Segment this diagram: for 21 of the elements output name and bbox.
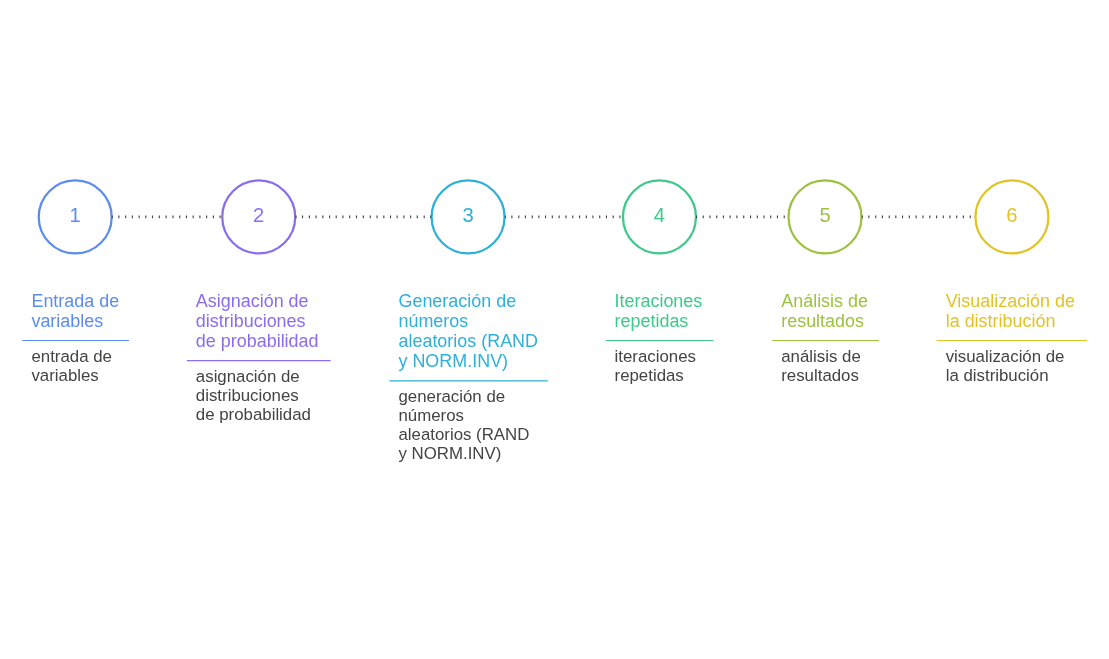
node-label: generación de números aleatorios (RAND y NORM.INV) (398, 387, 530, 464)
node-label: Entrada de variables (31, 290, 120, 331)
node-label: análisis de resultados (781, 346, 861, 385)
node-label: visualización de la distribución (945, 346, 1065, 385)
connector (504, 215, 623, 219)
node-label: asignación de distribuciones de probabilidad (195, 366, 311, 425)
node-label: Generación de números aleatorios (RAND y NORM.INV) (398, 290, 539, 372)
connector (111, 215, 222, 219)
node-circle: 4 (621, 179, 698, 255)
connector (295, 215, 432, 219)
node-circle: 3 (430, 179, 506, 255)
node-circle: 5 (787, 179, 863, 255)
node-circle: 1 (37, 179, 113, 255)
node-circle: 6 (974, 179, 1050, 255)
node-label: Visualización de la distribución (945, 290, 1075, 331)
node-label: iteraciones repetidas (614, 346, 696, 385)
node-label: entrada de variables (31, 346, 112, 385)
node-label: Análisis de resultados (781, 290, 868, 331)
node-label: Iteraciones repetidas (614, 290, 703, 331)
node-label: Asignación de distribuciones de probabilidad (195, 290, 319, 351)
node-circle: 2 (221, 179, 297, 255)
